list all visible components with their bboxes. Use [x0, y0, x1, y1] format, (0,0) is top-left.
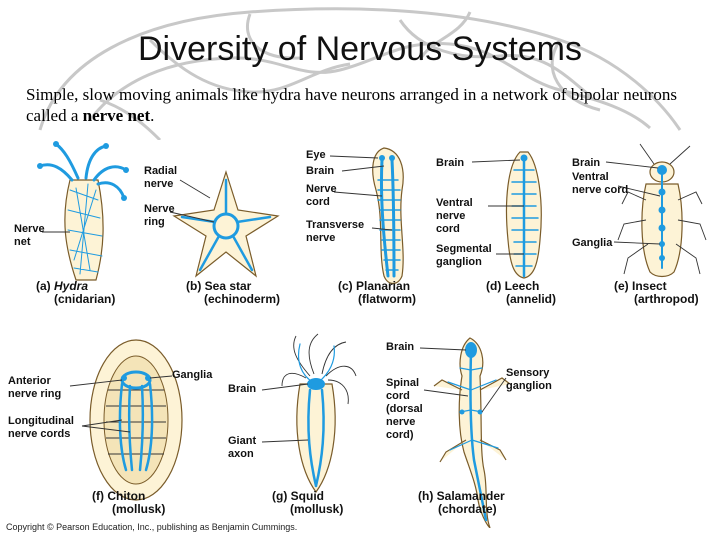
panel-planarian: Eye Brain Nerve cord Transverse nerve (c… — [306, 147, 416, 306]
label-leech-ventral-line1: Ventral — [436, 197, 473, 209]
salamander-illustration — [433, 337, 511, 528]
chiton-illustration — [89, 339, 183, 501]
label-spinal-cord-line1: Spinal — [386, 377, 419, 389]
label-insect-brain: Brain — [572, 157, 600, 169]
label-segmental-ganglion-line2: ganglion — [436, 256, 482, 268]
label-anterior-nerve-ring-line2: nerve ring — [8, 388, 61, 400]
label-giant-axon-line2: axon — [228, 448, 254, 460]
label-leech-ventral-line2: nerve — [436, 210, 465, 222]
sea-star-illustration — [172, 170, 280, 278]
label-squid-brain: Brain — [228, 383, 256, 395]
label-anterior-nerve-ring-line1: Anterior — [8, 375, 52, 387]
intro-text-start: Simple, slow moving animals like hydra h… — [26, 85, 678, 125]
caption-hydra-line2: (cnidarian) — [54, 292, 115, 306]
panel-hydra: Nerve net (a) Hydra (cnidarian) — [14, 141, 129, 306]
caption-squid-line2: (mollusk) — [290, 502, 343, 516]
label-longitudinal-line2: nerve cords — [8, 428, 70, 440]
caption-squid-line1: (g) Squid — [272, 489, 324, 503]
caption-planarian-line2: (flatworm) — [358, 292, 416, 306]
panel-salamander: Brain Spinal cord (dorsal nerve cord) Se… — [386, 337, 552, 528]
hydra-illustration — [37, 141, 129, 281]
squid-illustration — [281, 333, 357, 494]
caption-insect-line2: (arthropod) — [634, 292, 699, 306]
panel-leech: Brain Ventral nerve cord Segmental gangl… — [436, 151, 556, 306]
intro-text: Simple, slow moving animals like hydra h… — [26, 84, 686, 126]
intro-text-bold: nerve net — [82, 106, 151, 125]
label-leech-ventral-line3: cord — [436, 223, 460, 235]
caption-sea-star-line2: (echinoderm) — [204, 292, 280, 306]
caption-leech-line1: (d) Leech — [486, 279, 539, 293]
caption-chiton-line1: (f) Chiton — [92, 489, 145, 503]
caption-chiton-line2: (mollusk) — [112, 502, 165, 516]
caption-leech-line2: (annelid) — [506, 292, 556, 306]
caption-hydra-line1: (a) Hydra — [36, 279, 88, 293]
insect-illustration — [617, 143, 707, 278]
panel-sea-star: Radial nerve Nerve ring (b) Sea star (ec… — [144, 165, 280, 306]
label-transverse-nerve-line2: nerve — [306, 232, 335, 244]
copyright-notice: Copyright © Pearson Education, Inc., pub… — [6, 522, 298, 532]
label-nerve-net-line1: Nerve — [14, 223, 45, 235]
label-transverse-nerve-line1: Transverse — [306, 219, 364, 231]
label-sensory-ganglion-line1: Sensory — [506, 367, 550, 379]
caption-planarian-line1: (c) Planarian — [338, 279, 410, 293]
brain-background-illustration — [38, 7, 682, 140]
label-nerve-ring-line2: ring — [144, 216, 165, 228]
label-spinal-cord-line2: cord — [386, 390, 410, 402]
caption-hydra-name: Hydra — [54, 279, 88, 293]
label-longitudinal-line1: Longitudinal — [8, 415, 74, 427]
caption-salamander-line2: (chordate) — [438, 502, 497, 516]
label-spinal-cord-line3: (dorsal — [386, 403, 423, 415]
label-sensory-ganglion-line2: ganglion — [506, 380, 552, 392]
label-radial-nerve-line2: nerve — [144, 178, 173, 190]
label-spinal-cord-line4: nerve — [386, 416, 415, 428]
label-radial-nerve-line1: Radial — [144, 165, 177, 177]
nervous-systems-diagram: .nv { stroke: #1f9be0; fill: none; strok… — [8, 141, 707, 528]
planarian-illustration — [372, 147, 404, 285]
label-spinal-cord-line5: cord) — [386, 429, 414, 441]
label-giant-axon-line1: Giant — [228, 435, 256, 447]
label-leech-brain: Brain — [436, 157, 464, 169]
slide-title: Diversity of Nervous Systems — [138, 30, 582, 68]
panel-insect: Brain Ventral nerve cord Ganglia (e) Ins… — [572, 143, 707, 306]
label-segmental-ganglion-line1: Segmental — [436, 243, 492, 255]
label-insect-ventral-line1: Ventral — [572, 171, 609, 183]
label-planarian-brain: Brain — [306, 165, 334, 177]
label-insect-ventral-line2: nerve cord — [572, 184, 628, 196]
label-planarian-nerve-cord-line2: cord — [306, 196, 330, 208]
panel-squid: Brain Giant axon (g) Squid (mollusk) — [228, 333, 357, 516]
label-nerve-ring-line1: Nerve — [144, 203, 175, 215]
caption-hydra-letter: (a) — [36, 279, 51, 293]
panel-chiton: Anterior nerve ring Ganglia Longitudinal… — [8, 339, 213, 516]
label-insect-ganglia: Ganglia — [572, 237, 613, 249]
caption-insect-line1: (e) Insect — [614, 279, 667, 293]
leech-illustration — [505, 151, 542, 279]
label-salamander-brain: Brain — [386, 341, 414, 353]
caption-sea-star-line1: (b) Sea star — [186, 279, 252, 293]
label-planarian-nerve-cord-line1: Nerve — [306, 183, 337, 195]
label-nerve-net-line2: net — [14, 236, 31, 248]
label-chiton-ganglia: Ganglia — [172, 369, 213, 381]
intro-text-end: . — [150, 106, 155, 125]
label-eye: Eye — [306, 149, 326, 161]
caption-salamander-line1: (h) Salamander — [418, 489, 505, 503]
